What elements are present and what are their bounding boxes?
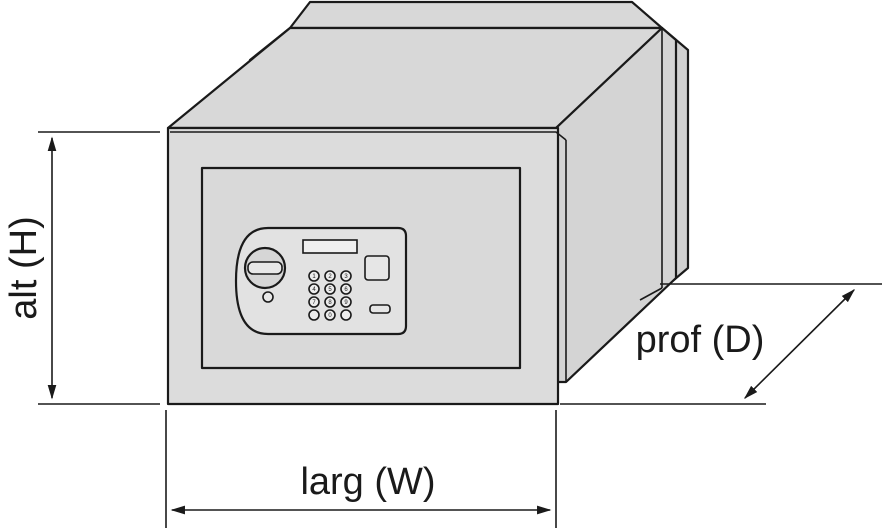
keypad-key[interactable]: 6 [340, 283, 352, 295]
keypad-key[interactable]: 9 [340, 296, 352, 308]
width-dimension: larg (W) [165, 410, 557, 528]
keypad-key-label: 1 [312, 274, 316, 280]
safe-body: 1 2 3 4 5 [166, 0, 690, 406]
safe-top-back-ridge [288, 0, 664, 30]
depth-label: prof (D) [636, 319, 765, 361]
keypad-key[interactable] [308, 309, 320, 321]
height-dimension: alt (H) [3, 131, 160, 405]
keypad-key-label: 0 [328, 313, 332, 319]
keypad-key[interactable]: 8 [324, 296, 336, 308]
keypad-key-label: 2 [328, 274, 332, 280]
keypad-key-label: 3 [344, 274, 348, 280]
depth-dimension: prof (D) [560, 283, 882, 405]
keypad-key[interactable]: 7 [308, 296, 320, 308]
keypad-key[interactable]: 4 [308, 283, 320, 295]
sensor-window [364, 255, 390, 281]
keypad-key[interactable]: 1 [308, 270, 320, 282]
width-label: larg (W) [300, 461, 435, 503]
keyhole [262, 291, 274, 303]
side-bottom-line [565, 277, 677, 383]
keypad-key[interactable]: 2 [324, 270, 336, 282]
keypad-key-label: 7 [312, 300, 316, 306]
keypad-key-label: 4 [312, 287, 316, 293]
side-foot-line [639, 287, 663, 301]
keypad-key-label: 6 [344, 287, 348, 293]
lock-panel: 1 2 3 4 5 [234, 226, 408, 336]
keypad-key[interactable]: 3 [340, 270, 352, 282]
depth-arrow [743, 288, 856, 400]
keypad-key[interactable] [340, 309, 352, 321]
height-label: alt (H) [3, 216, 45, 319]
handle-knob-grip [247, 261, 283, 275]
lcd-display [302, 239, 358, 254]
keypad-key-label: 8 [328, 300, 332, 306]
card-slot [369, 304, 391, 314]
front-frame-bevel [170, 131, 567, 141]
keypad-key[interactable]: 5 [324, 283, 336, 295]
keypad-key-label: 9 [344, 300, 348, 306]
keypad-key-label: 5 [328, 287, 332, 293]
keypad: 1 2 3 4 5 [308, 270, 352, 321]
keypad-key[interactable]: 0 [324, 309, 336, 321]
